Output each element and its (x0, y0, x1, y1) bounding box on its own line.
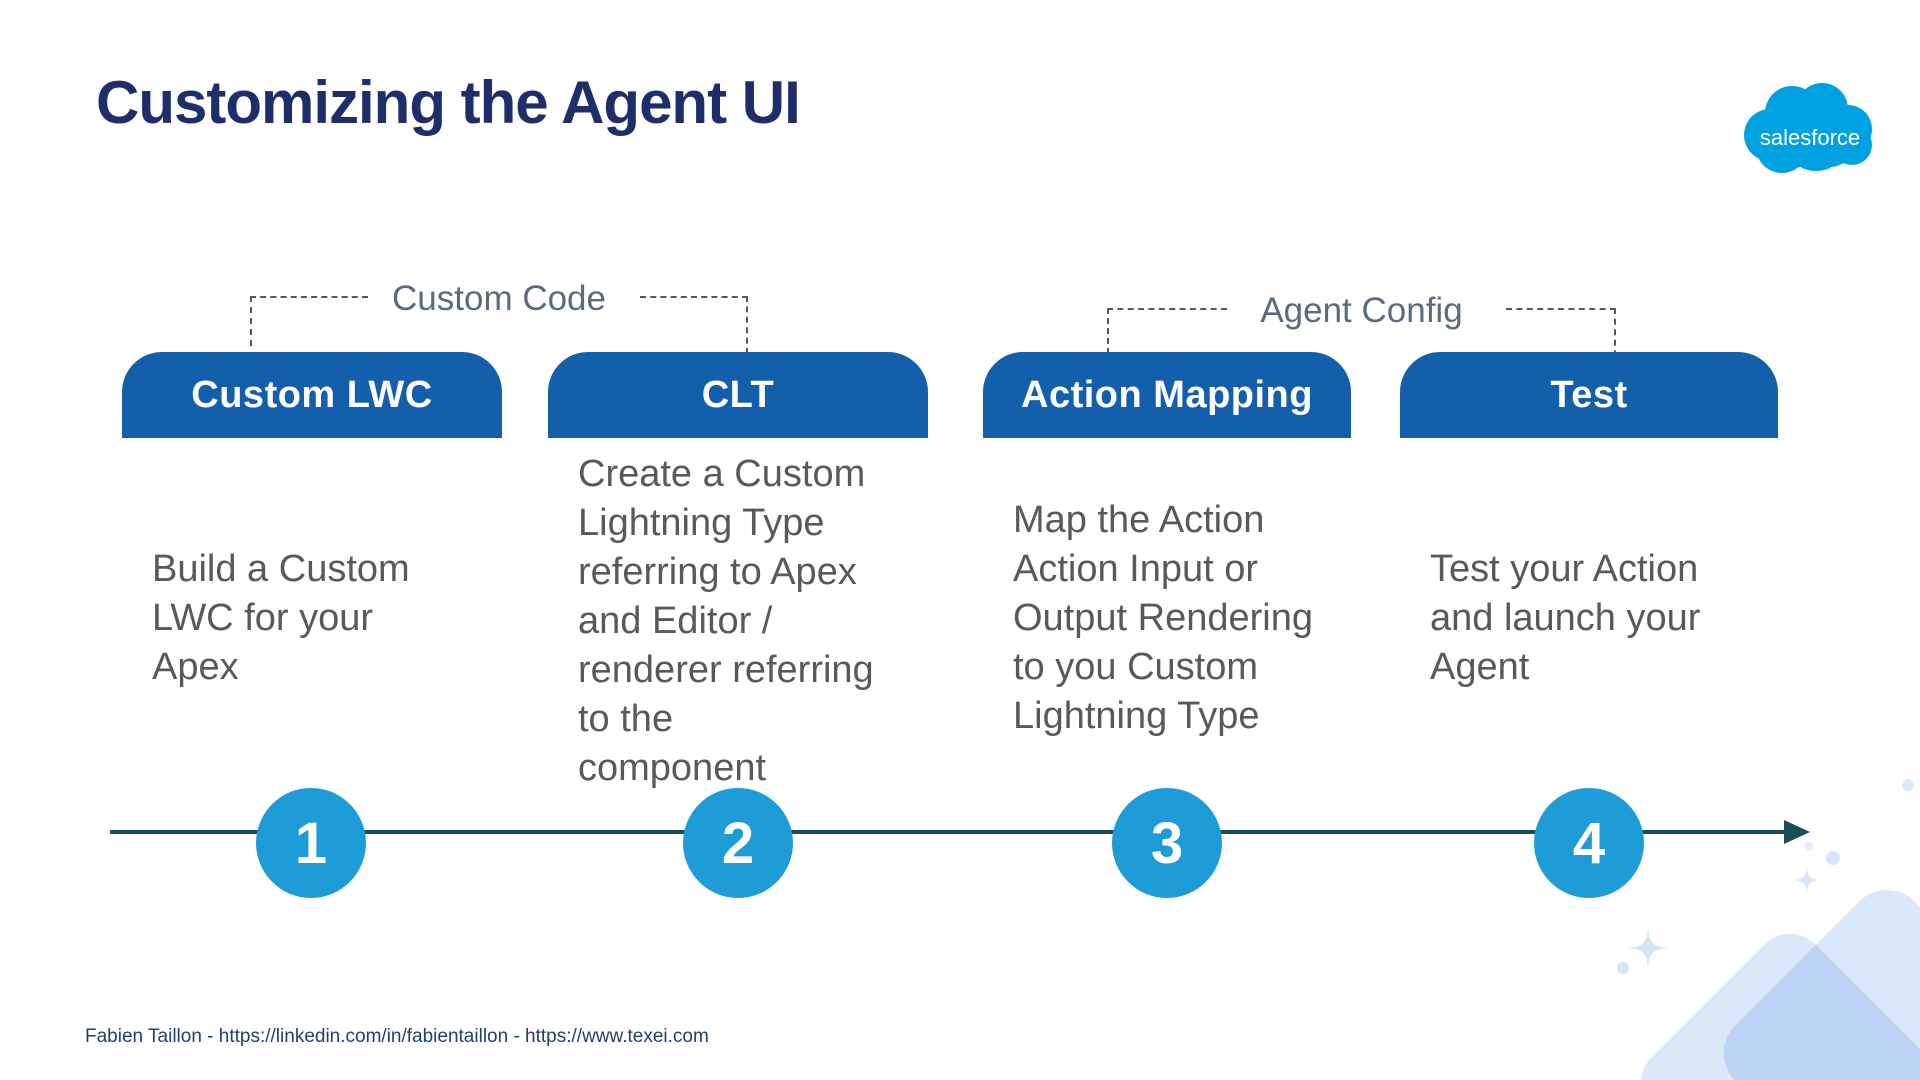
step-header: Test (1400, 352, 1778, 438)
step-circle-1: 1 (256, 788, 366, 898)
step-header: Action Mapping (983, 352, 1351, 438)
diamond-shape (1640, 933, 1920, 1080)
dashed-bracket-right (1506, 308, 1616, 367)
step-column-test: Test Test your Action and launch your Ag… (1400, 352, 1778, 692)
step-column-custom-lwc: Custom LWC Build a Custom LWC for your A… (122, 352, 502, 692)
step-number: 1 (294, 810, 328, 876)
step-circle-2: 2 (683, 788, 793, 898)
step-header: CLT (548, 352, 928, 438)
step-description: Map the Action Action Input or Output Re… (1013, 499, 1313, 737)
timeline-line (110, 830, 1788, 834)
step-description: Test your Action and launch your Agent (1430, 548, 1701, 688)
step-number: 4 (1572, 810, 1606, 876)
sparkle-icon (1794, 867, 1820, 893)
sparkle-icon (1628, 928, 1668, 968)
salesforce-logo-text: salesforce (1760, 125, 1860, 150)
page-title: Customizing the Agent UI (96, 69, 801, 136)
diamond-shape (1723, 889, 1920, 1080)
dot-shape (1617, 962, 1629, 974)
dashed-bracket-right (640, 296, 748, 354)
group-label-agent-config: Agent Config (1238, 291, 1485, 331)
step-circle-3: 3 (1112, 788, 1222, 898)
dot-shape (1902, 779, 1914, 791)
step-header: Custom LWC (122, 352, 502, 438)
group-bracket-custom-code: Custom Code (250, 279, 748, 356)
timeline-arrowhead-icon (1784, 820, 1810, 844)
group-label-custom-code: Custom Code (370, 279, 628, 319)
group-bracket-agent-config: Agent Config (1107, 291, 1616, 368)
dashed-bracket-left (250, 296, 368, 346)
step-description: Build a Custom LWC for your Apex (152, 548, 410, 688)
dot-shape (1826, 851, 1840, 865)
footer-credit: Fabien Taillon - https://linkedin.com/in… (85, 1026, 709, 1047)
step-description: Create a Custom Lightning Type referring… (578, 453, 874, 789)
step-number: 2 (721, 810, 755, 876)
step-column-clt: CLT Create a Custom Lightning Type refer… (548, 352, 928, 793)
step-circle-4: 4 (1534, 788, 1644, 898)
step-number: 3 (1150, 810, 1184, 876)
salesforce-logo-icon: salesforce (1744, 83, 1872, 173)
step-column-action-mapping: Action Mapping Map the Action Action Inp… (983, 352, 1351, 741)
dashed-bracket-left (1107, 308, 1227, 354)
